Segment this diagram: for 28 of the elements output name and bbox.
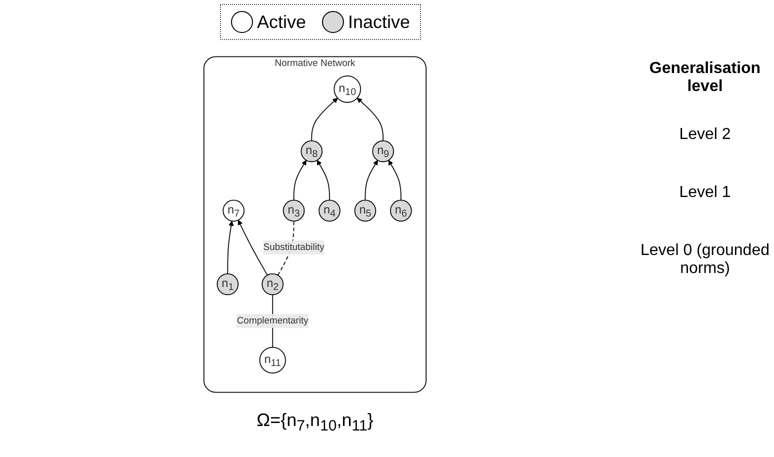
level-label: Level 1 [678,184,732,202]
node-circle: n$_{5}$ [354,200,376,222]
arrow [311,98,338,142]
arrow [356,98,384,142]
node-circle: n$_{7}$ [222,200,244,222]
node-circle: n$_{3}$ [282,200,305,222]
legend-label: Inactive [348,12,410,32]
node-circle: n$_{2}$ [262,273,284,296]
arrow [238,220,268,276]
node-circle: n$_{1}$ [216,273,239,296]
node-circle: n$_{6}$ [390,200,412,222]
arrow [364,160,378,201]
set-formula: Ω={n$_{7}$,n$_{10}$,n$_{11}$} [256,410,374,435]
arrow [293,160,306,201]
node-circle: n$_{10}$ [334,76,362,103]
node-circle: n$_{11}$ [259,346,286,374]
arrow [227,220,234,274]
node-circle: n$_{9}$ [372,140,394,162]
edge-label: Complementarity [236,316,308,326]
arrow [388,160,402,201]
level-label: Level 2 [678,126,732,144]
legend-label: Active [257,12,306,32]
level-label: Level 0 (grounded norms) [640,242,770,278]
arrow [316,160,330,201]
node-circle: n$_{8}$ [300,140,323,162]
node-circle: n$_{4}$ [318,200,340,222]
column-heading: Generalisation level [648,60,762,96]
edge-label: Substitutability [263,242,324,252]
